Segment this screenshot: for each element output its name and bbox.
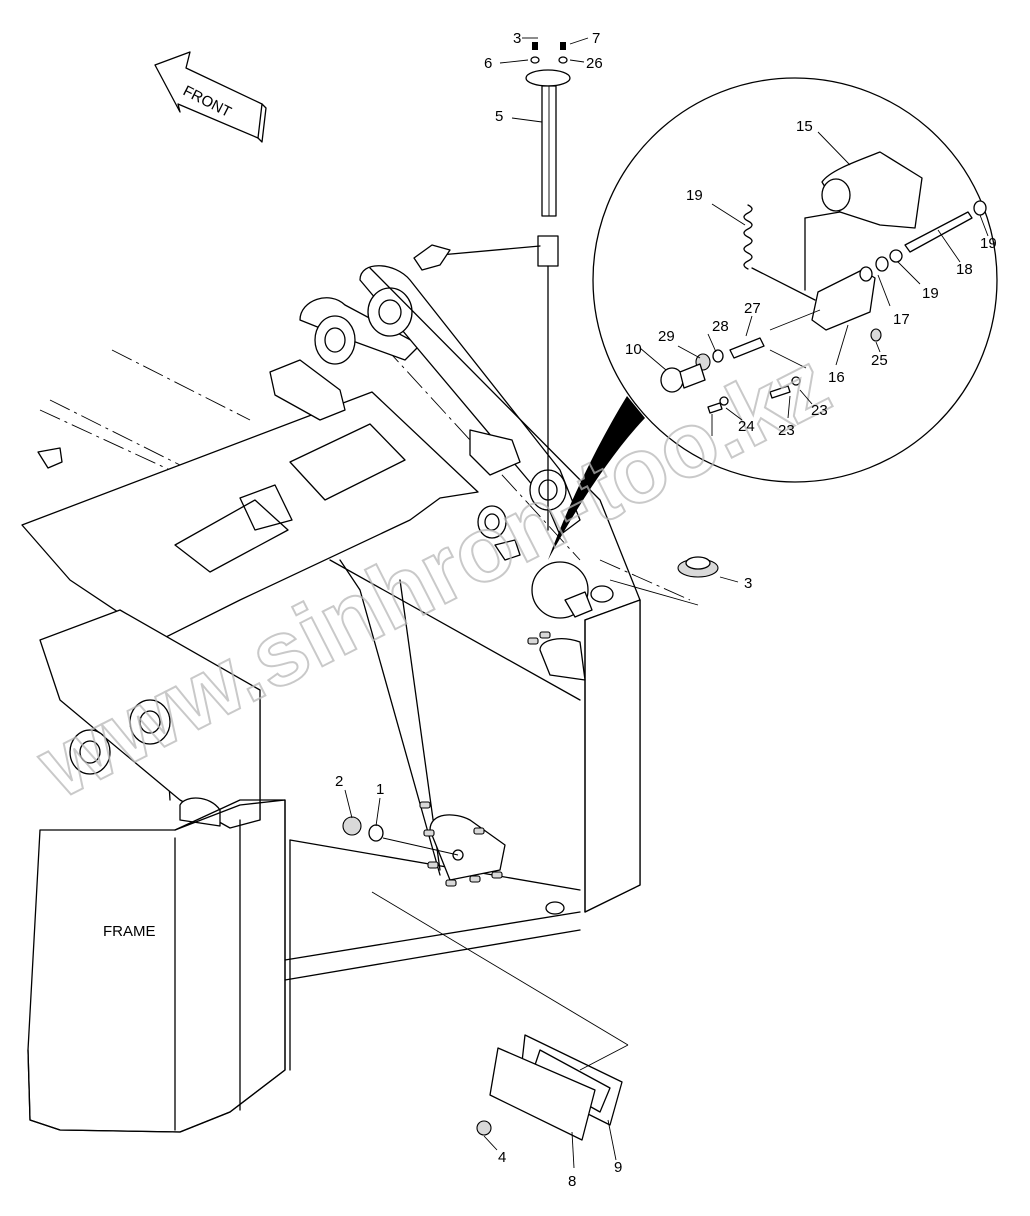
callout-19a: 19 <box>980 235 997 252</box>
callout-10: 10 <box>625 341 642 358</box>
sensor-part <box>609 556 719 606</box>
callout-20: 19 <box>686 187 703 204</box>
callout-23b: 24 <box>738 418 755 435</box>
callout-19b: 19 <box>922 285 939 302</box>
callout-18: 18 <box>956 261 973 278</box>
callout-4: 4 <box>498 1149 506 1166</box>
callout-27: 28 <box>712 318 729 335</box>
callout-leaders <box>344 37 989 1169</box>
callout-5: 5 <box>495 108 503 125</box>
callout-24: 25 <box>871 352 888 369</box>
detail-view <box>548 77 998 560</box>
callout-7b: 7 <box>592 30 600 47</box>
callout-23a: 23 <box>811 402 828 419</box>
callout-26: 27 <box>744 300 761 317</box>
callout-15: 15 <box>796 118 813 135</box>
callout-9: 9 <box>614 1159 622 1176</box>
frame-label: FRAME <box>103 923 156 940</box>
callout-17: 17 <box>893 311 910 328</box>
callout-1: 1 <box>376 781 384 798</box>
callout-25: 26 <box>586 55 603 72</box>
callout-22: 23 <box>778 422 795 439</box>
callout-28: 29 <box>658 328 675 345</box>
callout-16: 16 <box>828 369 845 386</box>
callout-8: 8 <box>568 1173 576 1190</box>
callout-7a: 3 <box>513 30 521 47</box>
callout-3: 3 <box>744 575 752 592</box>
callout-2: 2 <box>335 773 343 790</box>
main-frame <box>21 265 691 1133</box>
front-arrow: FRONT <box>154 51 267 143</box>
fuel-sender-unit <box>413 42 571 531</box>
callout-numbers: 3 6 7 26 5 3 2 1 4 8 9 15 19 19 18 19 17… <box>335 30 997 1190</box>
cover-plate-assembly <box>371 891 629 1141</box>
callout-6: 6 <box>484 55 492 72</box>
